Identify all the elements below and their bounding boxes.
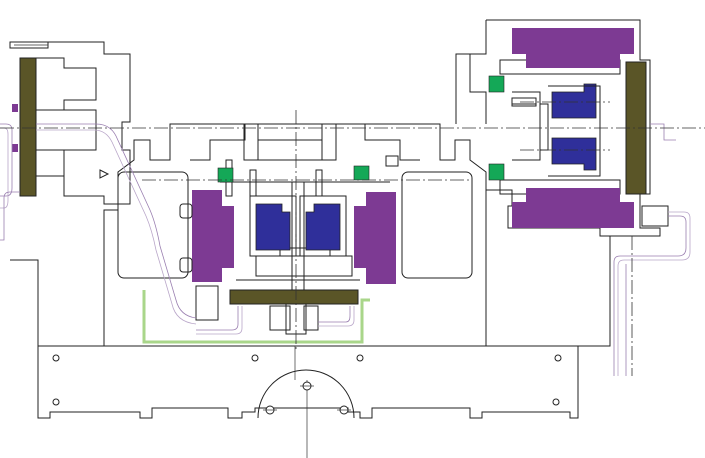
right-purple-block-step	[354, 206, 366, 268]
center-lines	[0, 101, 705, 376]
left-purple-block	[192, 190, 222, 282]
foundation-base	[37, 345, 579, 458]
sensor-right-bottom	[488, 163, 505, 181]
left-end-plate	[19, 57, 37, 197]
top-right-purple-bar	[512, 28, 634, 54]
right-blue-pad-top	[551, 83, 597, 119]
right-blue-pad-bottom	[551, 137, 597, 171]
green-sensors	[217, 75, 505, 183]
right-end-assembly	[455, 19, 669, 237]
bottom-right-purple-bar	[512, 202, 634, 228]
sensor-left	[217, 167, 234, 183]
left-purple-tab	[12, 144, 18, 152]
piping	[0, 123, 691, 376]
bottom-center-bar	[229, 289, 359, 305]
left-purple-block-step	[222, 206, 234, 268]
left-purple-tab	[12, 104, 18, 112]
sensor-center-right	[353, 165, 370, 181]
left-end-assembly	[9, 41, 131, 205]
center-blue-pad-right	[305, 203, 341, 251]
right-purple-block	[366, 192, 396, 284]
right-terminal-box	[641, 205, 669, 227]
center-assembly	[179, 190, 396, 305]
bottom-right-purple-bar-upper	[526, 188, 620, 202]
center-blue-pad-left	[255, 203, 291, 251]
top-right-purple-bar-lower	[526, 54, 620, 68]
sensor-right-top	[488, 75, 505, 93]
light-green-return-line	[142, 290, 370, 344]
